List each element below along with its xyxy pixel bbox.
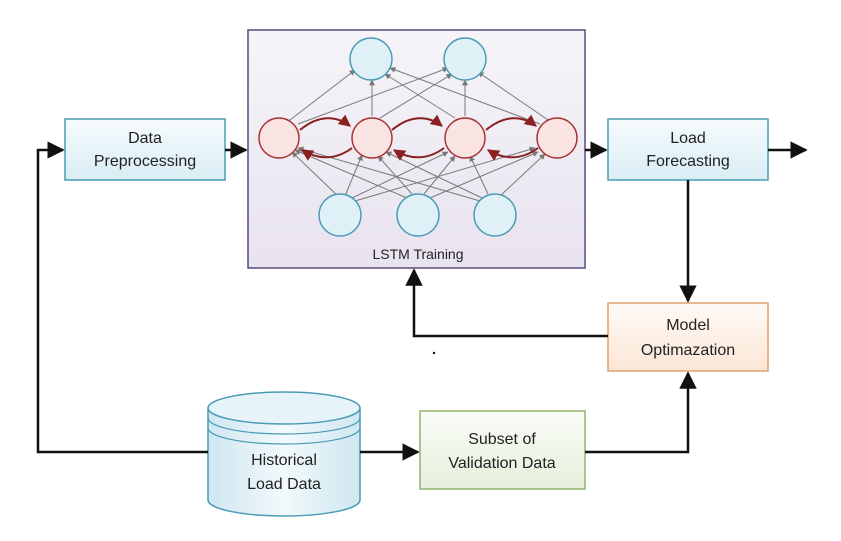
load-forecasting-box: Load Forecasting xyxy=(607,118,769,181)
input-neuron xyxy=(473,193,517,237)
arrow-optimization-to-lstm xyxy=(405,268,608,338)
stray-dot xyxy=(432,351,436,355)
hidden-neuron xyxy=(258,117,300,159)
hidden-neuron xyxy=(351,117,393,159)
validation-subset-box: Subset of Validation Data xyxy=(419,410,586,490)
historical-load-data-cylinder: Historical Load Data xyxy=(207,391,361,517)
hidden-neuron xyxy=(536,117,578,159)
data-preprocessing-line1: Data xyxy=(128,130,162,147)
validation-subset-line1: Subset of xyxy=(468,431,536,448)
recurrent-connections xyxy=(299,114,539,161)
model-optimization-line1: Model xyxy=(666,317,710,334)
model-optimization-box: Model Optimazation xyxy=(607,302,769,372)
historical-load-data-line1: Historical xyxy=(251,452,317,469)
lstm-training-label: LSTM Training xyxy=(372,246,463,262)
output-neurons xyxy=(349,37,487,81)
input-neuron xyxy=(318,193,362,237)
flow-arrows xyxy=(36,141,808,461)
input-neuron xyxy=(396,193,440,237)
input-neurons xyxy=(318,193,517,237)
network-connections xyxy=(289,67,549,202)
validation-subset-line2: Validation Data xyxy=(448,455,555,472)
load-forecasting-line2: Forecasting xyxy=(646,153,730,170)
hidden-neurons xyxy=(258,117,578,159)
model-optimization-line2: Optimazation xyxy=(641,342,735,359)
data-preprocessing-line2: Preprocessing xyxy=(94,153,196,170)
historical-load-data-line2: Load Data xyxy=(247,476,321,493)
hidden-neuron xyxy=(444,117,486,159)
arrow-historical-to-preprocessing xyxy=(36,141,208,454)
data-preprocessing-box: Data Preprocessing xyxy=(64,118,226,181)
arrow-validation-to-optimization xyxy=(585,371,697,454)
output-neuron xyxy=(349,37,393,81)
output-neuron xyxy=(443,37,487,81)
load-forecasting-line1: Load xyxy=(670,130,706,147)
